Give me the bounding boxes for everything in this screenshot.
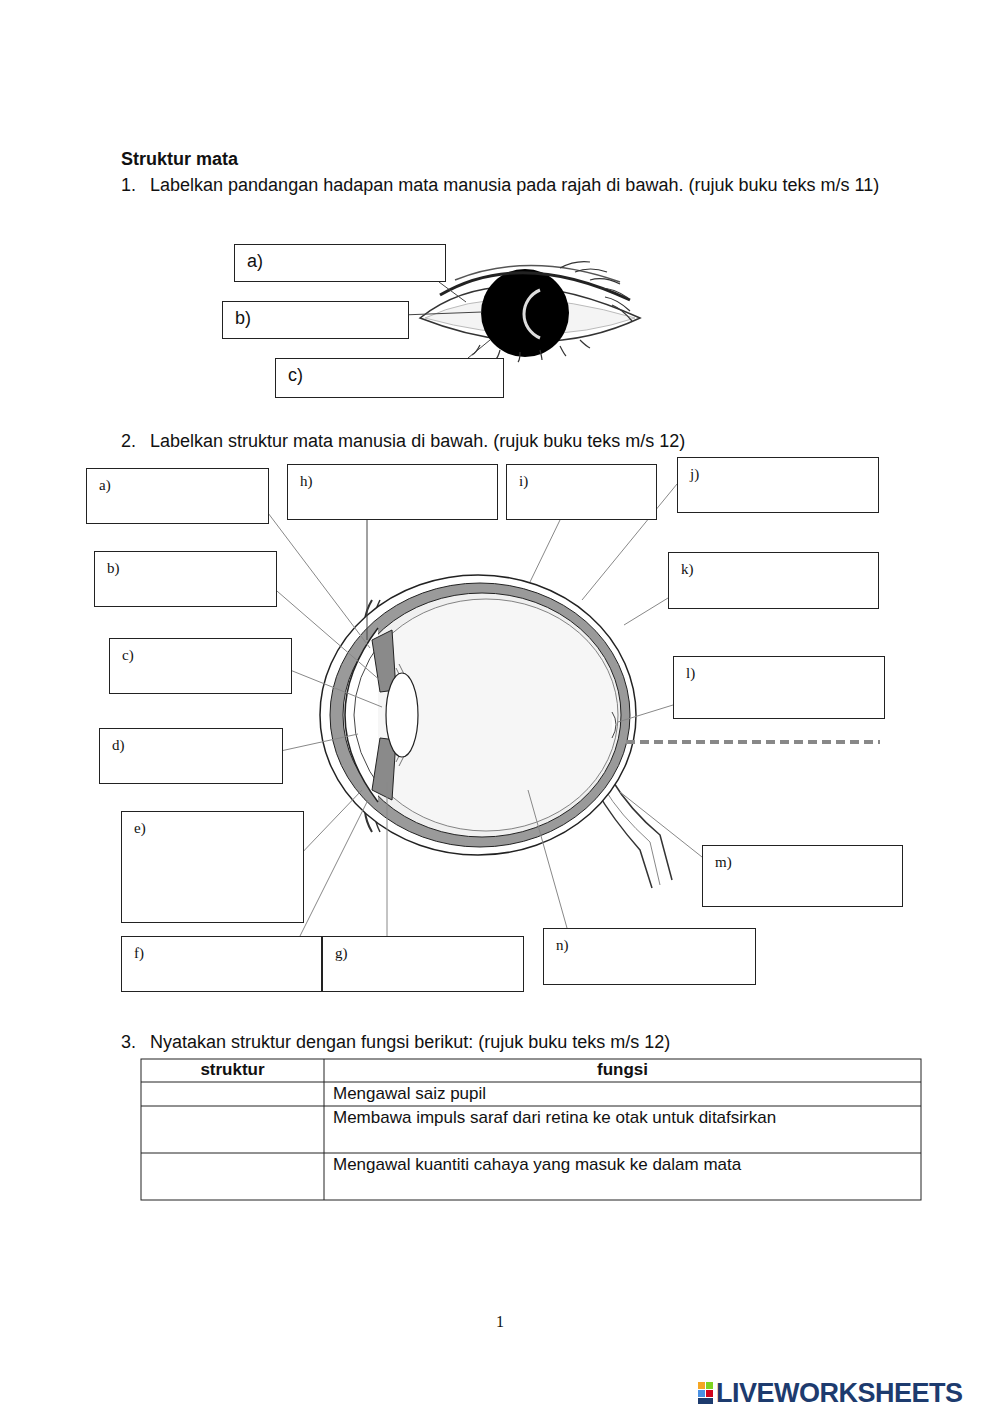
box-letter: f) — [122, 937, 321, 962]
label-box: c) — [109, 638, 292, 694]
label-box: d) — [99, 728, 283, 784]
label-box: l) — [673, 656, 885, 719]
label-box: g) — [322, 936, 524, 992]
table-cell: Membawa impuls saraf dari retina ke otak… — [333, 1108, 913, 1128]
question-number: 1. — [121, 175, 149, 197]
box-letter: c) — [276, 359, 503, 386]
table-header: struktur — [141, 1060, 324, 1080]
logo-icon — [698, 1382, 713, 1404]
table-cell: Mengawal kuantiti cahaya yang masuk ke d… — [333, 1155, 913, 1175]
box-letter: e) — [122, 812, 303, 837]
question-text: Nyatakan struktur dengan fungsi berikut:… — [150, 1032, 870, 1054]
label-box: a) — [86, 468, 269, 524]
box-letter: i) — [507, 465, 656, 490]
box-letter: l) — [674, 657, 884, 682]
table-header: fungsi — [324, 1060, 921, 1080]
box-letter: h) — [288, 465, 497, 490]
label-box: c) — [275, 358, 504, 398]
box-letter: j) — [678, 458, 878, 483]
box-letter: c) — [110, 639, 291, 664]
label-box: f) — [121, 936, 322, 992]
question-text: Labelkan pandangan hadapan mata manusia … — [150, 175, 880, 197]
page-number: 1 — [470, 1312, 530, 1331]
label-box: a) — [234, 244, 446, 282]
box-letter: b) — [95, 552, 276, 577]
label-box: i) — [506, 464, 657, 520]
label-box: b) — [94, 551, 277, 607]
label-box: e) — [121, 811, 304, 923]
question-text: Labelkan struktur mata manusia di bawah.… — [150, 431, 870, 453]
box-letter: n) — [544, 929, 755, 954]
label-box: k) — [668, 552, 879, 609]
box-letter: a) — [235, 245, 445, 272]
label-box: j) — [677, 457, 879, 513]
box-letter: k) — [669, 553, 878, 578]
box-letter: d) — [100, 729, 282, 754]
label-box: b) — [222, 301, 409, 339]
label-box: m) — [702, 845, 903, 907]
box-letter: g) — [323, 937, 523, 962]
label-box: n) — [543, 928, 756, 985]
watermark: LIVEWORKSHEETS — [716, 1377, 996, 1409]
question-number: 2. — [121, 431, 149, 453]
label-box: h) — [287, 464, 498, 520]
box-letter: b) — [223, 302, 408, 329]
question-number: 3. — [121, 1032, 149, 1054]
box-letter: m) — [703, 846, 902, 871]
table-grid — [141, 1059, 921, 1200]
worksheet-title: Struktur mata — [121, 149, 238, 171]
table-cell: Mengawal saiz pupil — [333, 1084, 913, 1104]
box-letter: a) — [87, 469, 268, 494]
